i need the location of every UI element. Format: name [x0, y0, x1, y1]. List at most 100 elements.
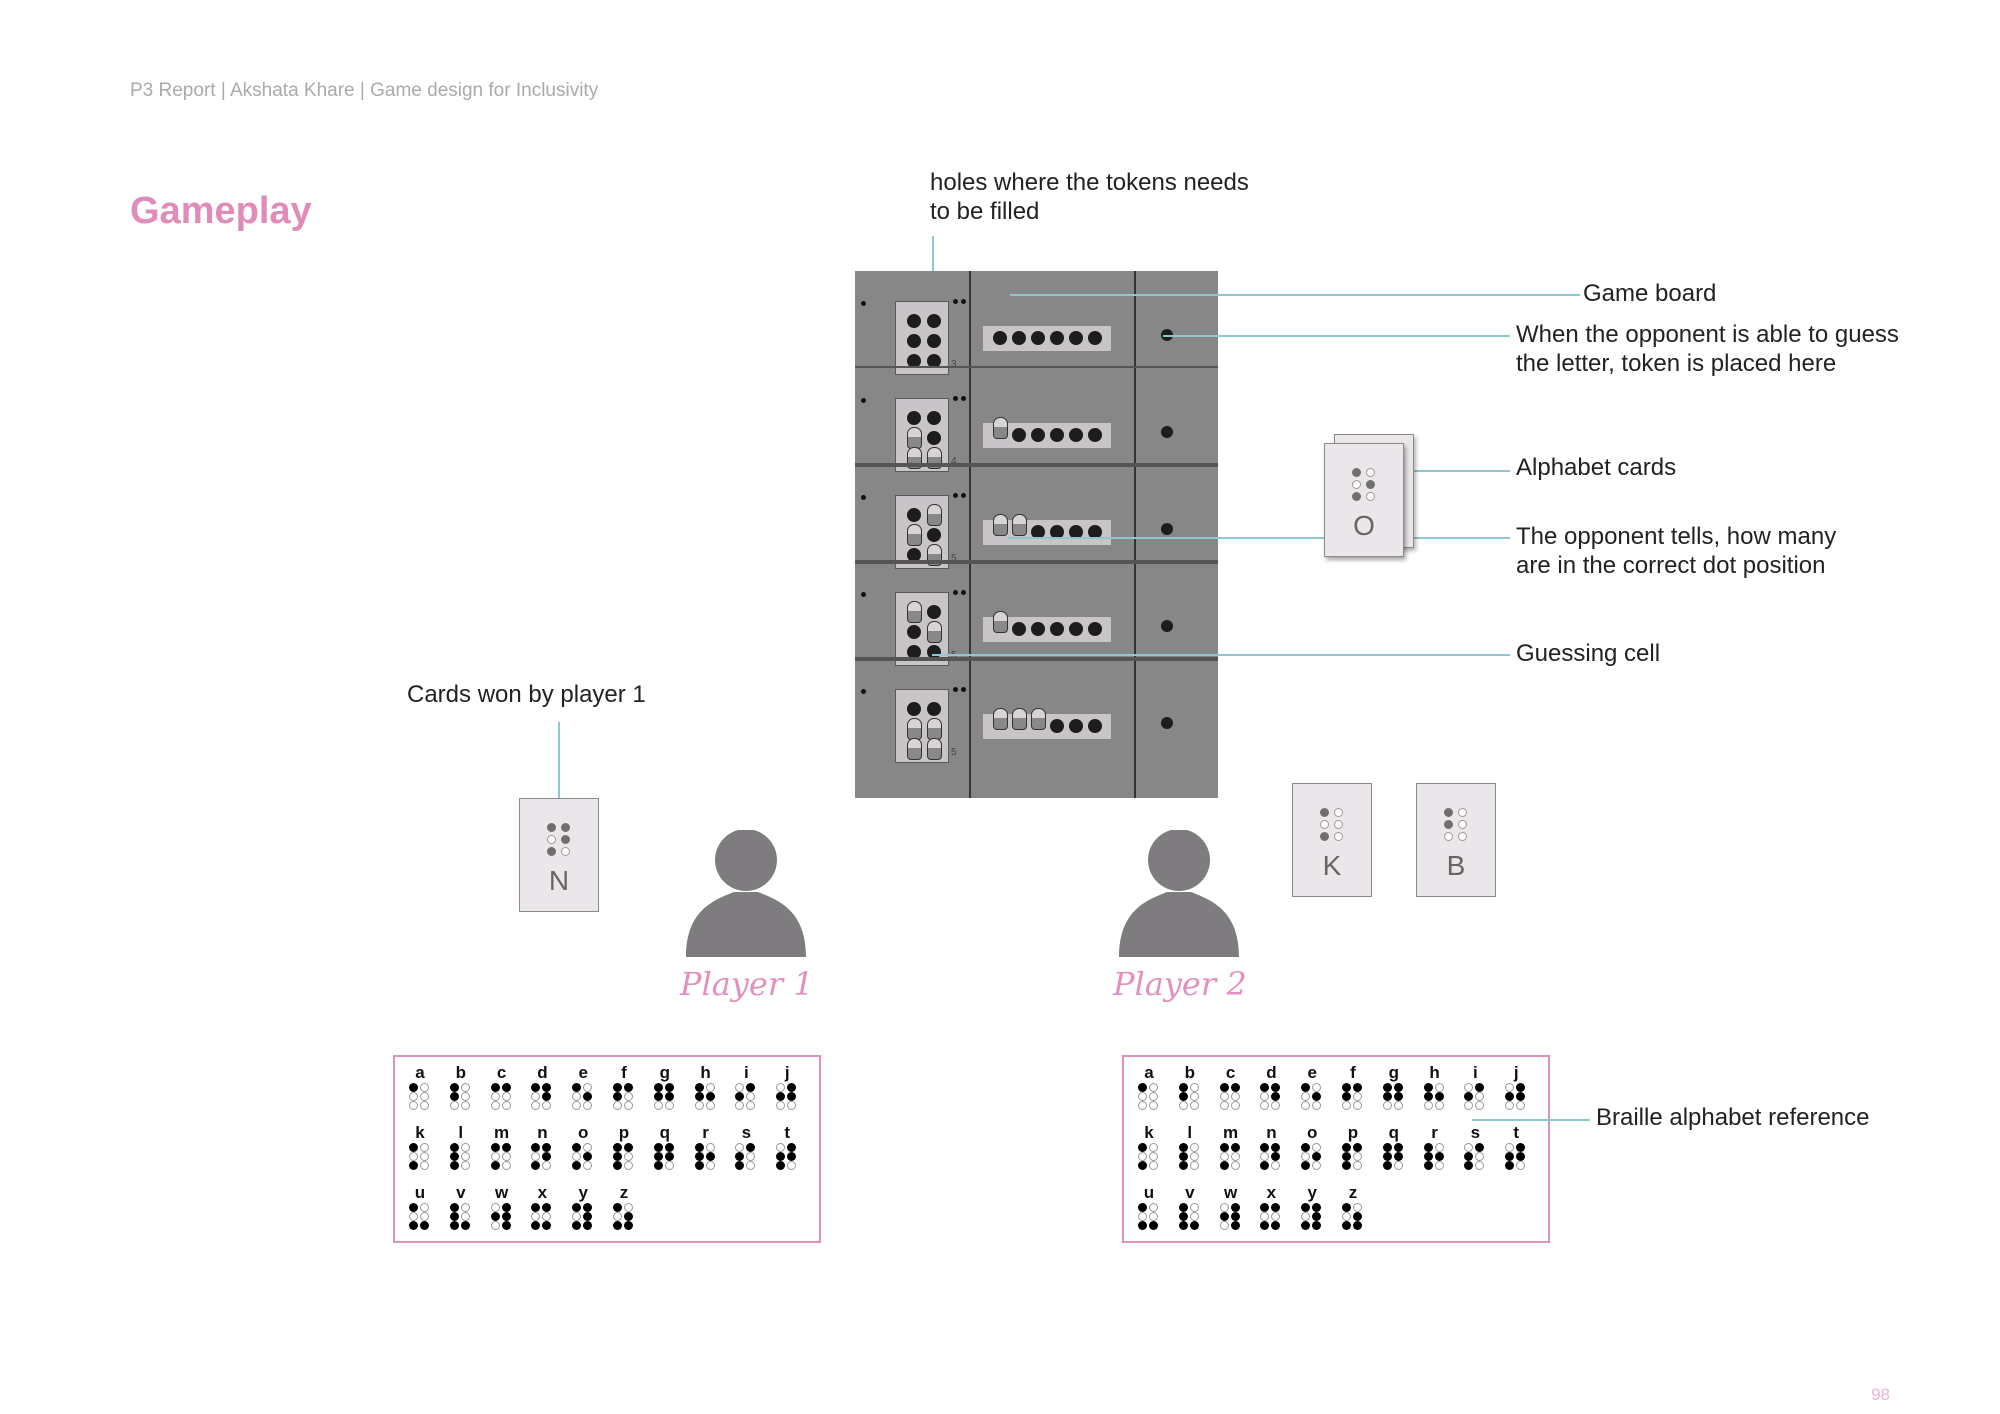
- guessing-cell[interactable]: [895, 689, 949, 763]
- peg-hole[interactable]: [927, 411, 941, 425]
- score-hole[interactable]: [1069, 525, 1083, 539]
- guessing-cell[interactable]: [895, 398, 949, 472]
- score-hole[interactable]: [1012, 622, 1026, 636]
- won-card-player1[interactable]: N: [519, 798, 599, 912]
- score-hole[interactable]: [1031, 331, 1045, 345]
- braille-cell: [1342, 1203, 1364, 1231]
- braille-letter: p: [1340, 1123, 1366, 1171]
- braille-dot: [1219, 1083, 1229, 1092]
- token-slot[interactable]: [1161, 426, 1173, 438]
- score-hole[interactable]: [1012, 428, 1026, 442]
- braille-letter: d: [529, 1063, 555, 1111]
- peg-hole[interactable]: [907, 314, 921, 328]
- peg-hole[interactable]: [907, 508, 921, 522]
- score-hole[interactable]: [1088, 622, 1102, 636]
- braille-dot: [1353, 1221, 1362, 1230]
- score-peg[interactable]: [1031, 708, 1046, 730]
- peg-token[interactable]: [927, 718, 942, 740]
- peg-hole[interactable]: [927, 528, 941, 542]
- score-hole[interactable]: [1050, 331, 1064, 345]
- score-hole[interactable]: [1031, 428, 1045, 442]
- score-hole[interactable]: [1050, 525, 1064, 539]
- score-peg[interactable]: [1012, 708, 1027, 730]
- label-game-board: Game board: [1583, 280, 1717, 307]
- guessing-cell[interactable]: [895, 495, 949, 569]
- braille-dot: [1149, 1092, 1158, 1101]
- score-hole[interactable]: [1031, 622, 1045, 636]
- peg-hole[interactable]: [927, 334, 941, 348]
- score-hole[interactable]: [1069, 622, 1083, 636]
- peg-hole[interactable]: [907, 645, 921, 659]
- braille-dot: [776, 1092, 786, 1101]
- score-hole[interactable]: [1012, 331, 1026, 345]
- braille-dot: [624, 1161, 633, 1170]
- score-peg[interactable]: [993, 514, 1008, 536]
- peg-token[interactable]: [927, 504, 942, 526]
- braille-letter-label: m: [1223, 1123, 1239, 1142]
- score-hole[interactable]: [993, 331, 1007, 345]
- score-hole[interactable]: [1069, 719, 1083, 733]
- braille-dot: [1301, 1083, 1311, 1092]
- peg-hole[interactable]: [927, 354, 941, 368]
- score-peg[interactable]: [993, 708, 1008, 730]
- peg-hole[interactable]: [907, 354, 921, 368]
- peg-hole[interactable]: [927, 702, 941, 716]
- peg-token[interactable]: [907, 738, 922, 760]
- braille-cell: [449, 1203, 472, 1231]
- braille-dot: [787, 1101, 797, 1110]
- braille-letter-label: d: [1266, 1063, 1277, 1082]
- token-slot[interactable]: [1161, 620, 1173, 632]
- braille-cell: [1505, 1083, 1527, 1111]
- peg-hole[interactable]: [927, 431, 941, 445]
- braille-dot: [1475, 1083, 1485, 1092]
- guessing-cell[interactable]: [895, 301, 949, 375]
- score-hole[interactable]: [1088, 428, 1102, 442]
- score-hole[interactable]: [1031, 525, 1045, 539]
- score-peg[interactable]: [993, 611, 1008, 633]
- peg-token[interactable]: [907, 718, 922, 740]
- score-hole[interactable]: [1088, 719, 1102, 733]
- peg-hole[interactable]: [927, 605, 941, 619]
- score-hole[interactable]: [1088, 525, 1102, 539]
- guessing-cell[interactable]: [895, 592, 949, 666]
- braille-dot: [1516, 1092, 1526, 1101]
- peg-token[interactable]: [927, 738, 942, 760]
- score-hole[interactable]: [1069, 428, 1083, 442]
- peg-hole[interactable]: [927, 314, 941, 328]
- peg-hole[interactable]: [907, 334, 921, 348]
- score-hole[interactable]: [1050, 719, 1064, 733]
- braille-cell: [531, 1203, 553, 1231]
- score-peg[interactable]: [1012, 514, 1027, 536]
- braille-dot: [1334, 808, 1343, 817]
- peg-token[interactable]: [907, 524, 922, 546]
- score-hole[interactable]: [1050, 622, 1064, 636]
- peg-token[interactable]: [907, 427, 922, 449]
- score-peg[interactable]: [993, 417, 1008, 439]
- peg-hole[interactable]: [907, 548, 921, 562]
- token-slot[interactable]: [1161, 523, 1173, 535]
- won-card-player2[interactable]: K: [1292, 783, 1372, 897]
- braille-dot: [572, 1212, 582, 1221]
- won-card-player2[interactable]: B: [1416, 783, 1496, 897]
- braille-dot: [1178, 1203, 1188, 1212]
- peg-token[interactable]: [927, 621, 942, 643]
- braille-cell: [1464, 1083, 1486, 1111]
- braille-cell: [572, 1083, 594, 1111]
- peg-hole[interactable]: [907, 411, 921, 425]
- braille-dot: [613, 1152, 622, 1161]
- braille-dot: [1423, 1152, 1433, 1161]
- score-hole[interactable]: [1069, 331, 1083, 345]
- peg-hole[interactable]: [907, 625, 921, 639]
- braille-dot: [613, 1092, 622, 1101]
- braille-cell: [449, 1083, 472, 1111]
- score-hole[interactable]: [1088, 331, 1102, 345]
- peg-token[interactable]: [907, 601, 922, 623]
- score-hole[interactable]: [1050, 428, 1064, 442]
- alphabet-card-deck[interactable]: O: [1324, 443, 1404, 557]
- marker-dot: [861, 495, 866, 500]
- braille-letter: a: [407, 1063, 433, 1111]
- braille-letter: y: [570, 1183, 596, 1231]
- token-slot[interactable]: [1161, 717, 1173, 729]
- peg-hole[interactable]: [907, 702, 921, 716]
- braille-dot: [531, 1203, 541, 1212]
